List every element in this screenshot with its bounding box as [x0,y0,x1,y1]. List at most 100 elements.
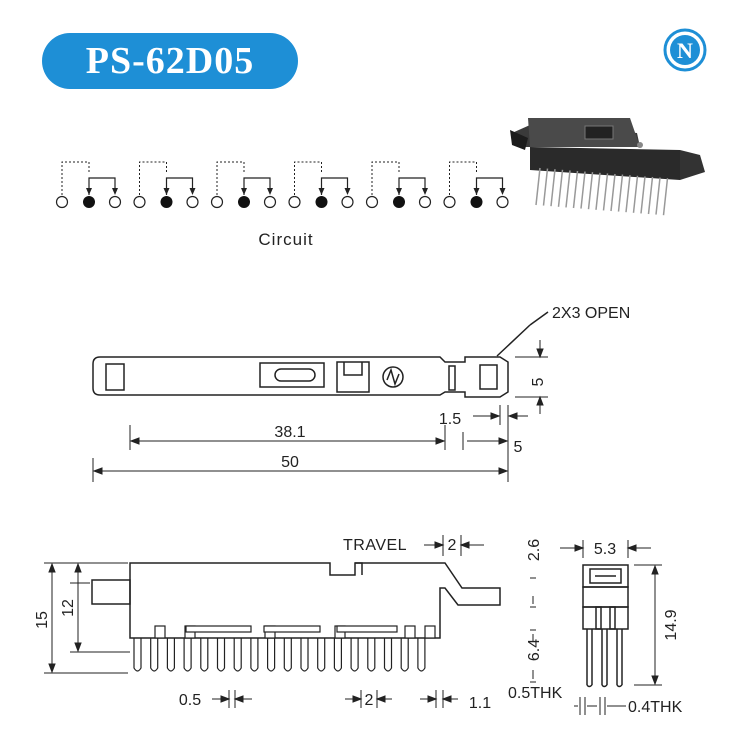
terminal-common [83,196,95,208]
dim-15: 15 [34,611,51,629]
product-title: PS-62D05 [85,40,255,82]
terminal-open [365,195,379,209]
side-contact-bar [263,625,321,633]
dim-6-4: 6.4 [526,639,543,661]
dim-2-6: 2.6 [526,539,543,561]
photo-pin [647,176,654,215]
terminal-open [210,195,224,209]
side-pin [183,638,192,672]
circuit-dotted-link [61,161,90,195]
photo-pin [535,167,541,206]
side-view [91,562,501,639]
terminal-open [288,195,301,209]
circuit-dotted-link [449,161,477,195]
side-notch [424,625,436,639]
terminal-open [55,195,69,209]
terminal-open [443,195,456,209]
side-pin [166,638,175,672]
side-pin [300,638,309,672]
dim-12: 12 [60,599,77,617]
circuit-solid-link [398,177,426,195]
side-pin [216,638,226,672]
circuit-solid-link [165,177,194,195]
terminal-open [108,195,122,209]
terminal-common [393,196,405,208]
terminal-open [418,195,432,209]
photo-pin [632,175,639,213]
photo-pin [640,176,646,214]
dim-50: 50 [281,454,299,471]
dim-14-9: 14.9 [663,609,680,640]
circuit-diagram [55,161,509,209]
photo-pin [625,175,631,213]
terminal-common [238,196,250,208]
circuit-dotted-link [294,161,322,195]
terminal-common [160,196,173,208]
photo-pin [557,169,564,207]
photo-pin [595,172,601,210]
circuit-arrow [163,188,170,195]
side-contact-bar [185,625,252,633]
circuit-arrow [422,188,428,195]
terminal-open [263,195,277,209]
side-pin [133,638,142,672]
dim-5-horizontal: 5 [514,439,523,456]
circuit-arrow [396,188,402,195]
circuit-solid-link [88,177,116,195]
dim-2: 2 [365,692,374,709]
dim-5-vertical: 5 [530,377,547,386]
photo-pins [535,167,669,216]
side-pin [417,638,426,672]
side-pin [367,638,376,672]
photo-pin [617,174,624,212]
circuit-arrow [473,188,480,195]
circuit-dotted-link [371,161,400,195]
side-pin [250,638,259,672]
circuit-arrow [318,188,325,195]
circuit-label: Circuit [258,230,313,249]
open-callout: 2X3 OPEN [552,305,630,322]
terminal-common [470,196,483,208]
circuit-dotted-link [139,161,167,195]
side-pin [200,638,209,672]
side-pin [383,638,393,672]
side-contact-bar [336,625,398,633]
terminal-open [186,195,199,209]
side-view-pins [133,638,426,672]
brand-logo-icon: N [663,28,707,72]
side-view-notches [154,625,436,639]
thk-right: 0.4THK [628,699,683,716]
side-pin [400,638,409,672]
photo-pin [565,170,571,208]
travel-label: TRAVEL [343,537,407,554]
circuit-arrow [189,188,196,195]
logo-letter: N [677,38,693,63]
photo-pin [572,170,579,209]
photo-pin [610,173,616,212]
dim-1-1: 1.1 [469,695,491,712]
top-view [92,311,549,398]
dim-0-5: 0.5 [179,692,201,709]
side-pin [333,638,342,672]
product-photo [510,118,705,216]
photo-pin [580,171,586,209]
terminal-open [496,195,509,209]
side-notch [404,625,416,639]
side-view-dims [44,535,484,708]
title-badge: PS-62D05 [42,33,298,89]
side-pin [267,638,276,672]
circuit-arrow [86,188,92,195]
circuit-solid-link [243,177,271,195]
side-pin [317,638,326,672]
circuit-arrow [267,188,273,195]
terminal-open [341,195,354,209]
circuit-solid-link [475,177,504,195]
thk-left: 0.5THK [508,685,563,702]
terminal-common [315,196,328,208]
circuit-solid-link [320,177,349,195]
circuit-arrow [499,188,506,195]
side-pin [233,638,242,672]
photo-pin [662,178,669,216]
dim-38-1: 38.1 [274,424,305,441]
